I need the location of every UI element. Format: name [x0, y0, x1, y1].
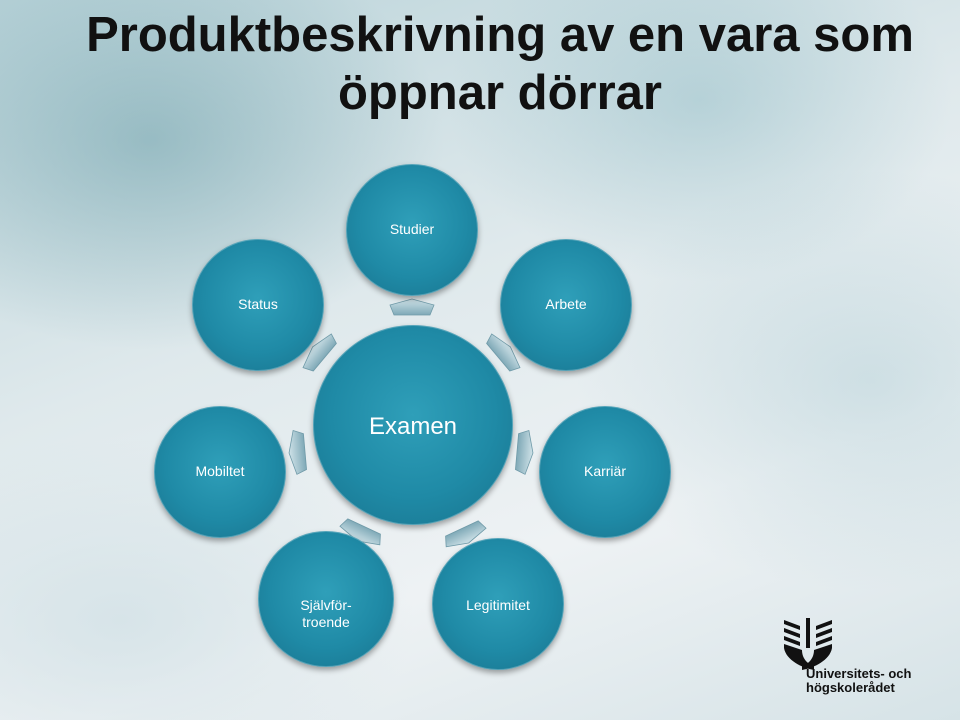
node-studier: Studier — [346, 164, 478, 296]
node-karriar: Karriär — [539, 406, 671, 538]
arrow-to-karriar — [514, 429, 536, 476]
arrow-to-mobiltet — [286, 429, 308, 476]
title-line-2: öppnar dörrar — [338, 66, 662, 120]
node-karriar-label: Karriär — [583, 463, 626, 479]
node-status-label: Status — [238, 296, 278, 312]
title-line-1: Produktbeskrivning av en vara som — [86, 8, 914, 62]
node-status: Status — [192, 239, 324, 371]
node-arbete-label: Arbete — [545, 296, 587, 312]
uhr-logo-line-2: högskolerådet — [806, 680, 895, 695]
node-arbete: Arbete — [500, 239, 632, 371]
node-mobiltet-label: Mobiltet — [195, 463, 245, 479]
node-examen-center: Examen — [313, 325, 513, 525]
node-sjalvfortroende: Självför- troende — [258, 531, 394, 667]
page-title: Produktbeskrivning av en vara som öppnar… — [60, 6, 940, 122]
arrow-to-studier — [389, 298, 435, 316]
node-sjalvfortroende-label-1: Självför- — [300, 597, 352, 613]
node-legitimitet: Legitimitet — [432, 538, 564, 670]
node-legitimitet-label: Legitimitet — [466, 597, 530, 613]
uhr-logo-text: Universitets- och högskolerådet — [806, 667, 911, 695]
node-sjalvfortroende-label-2: troende — [302, 614, 350, 630]
node-examen-label: Examen — [368, 413, 458, 440]
node-mobiltet: Mobiltet — [154, 406, 286, 538]
uhr-logo-icon — [784, 618, 832, 670]
node-studier-label: Studier — [389, 221, 435, 237]
uhr-logo-line-1: Universitets- och — [806, 666, 912, 681]
